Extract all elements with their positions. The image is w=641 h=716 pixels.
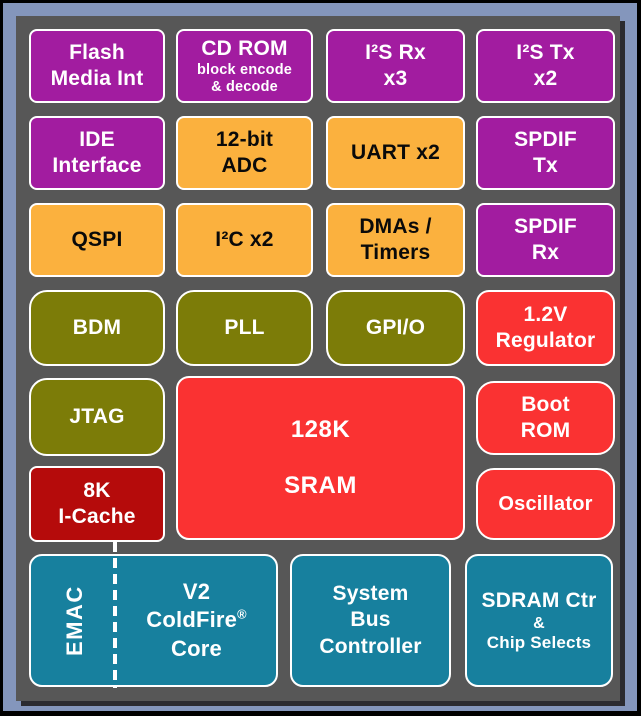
block-label: 1.2V: [523, 302, 568, 326]
block-cd-rom: CD ROM block encode & decode: [176, 29, 313, 103]
diagram-panel: Flash Media Int CD ROM block encode & de…: [16, 16, 620, 701]
block-label: BDM: [72, 315, 122, 339]
block-label: Flash: [69, 40, 125, 64]
block-label: x3: [383, 67, 408, 90]
block-label: Regulator: [495, 329, 596, 352]
block-sublabel: & decode: [211, 79, 278, 96]
block-label: Oscillator: [498, 492, 593, 515]
block-system-bus-controller: System Bus Controller: [290, 554, 451, 687]
block-spdif-rx: SPDIF Rx: [476, 203, 615, 277]
registered-mark: ®: [237, 607, 247, 623]
block-label: ADC: [221, 154, 268, 177]
block-12bit-adc: 12-bit ADC: [176, 116, 313, 190]
block-label: V2: [182, 579, 211, 605]
block-label: I²S Tx: [516, 40, 575, 64]
block-label: Bus: [350, 608, 391, 632]
block-label: Boot: [521, 392, 570, 416]
block-bdm: BDM: [29, 290, 165, 366]
block-sublabel: &: [533, 614, 545, 632]
block-flash-media-int: Flash Media Int: [29, 29, 165, 103]
block-label: I²C x2: [215, 227, 274, 251]
block-label: Tx: [533, 154, 558, 177]
block-label: IDE: [79, 127, 115, 151]
block-sdram-ctr-chip-selects: SDRAM Ctr & Chip Selects: [465, 554, 613, 687]
block-i2c-x2: I²C x2: [176, 203, 313, 277]
block-label: CD ROM: [201, 37, 288, 61]
block-label: QSPI: [71, 227, 123, 251]
block-boot-rom: Boot ROM: [476, 381, 615, 455]
block-sublabel: Chip Selects: [486, 632, 592, 652]
icache-emac-dashed-divider-line: [113, 542, 117, 688]
block-128k-sram: 128K SRAM: [176, 376, 465, 540]
block-label: Timers: [360, 241, 431, 264]
block-i2s-tx: I²S Tx x2: [476, 29, 615, 103]
block-emac: EMAC: [31, 556, 117, 685]
block-label: SDRAM Ctr: [481, 588, 597, 612]
block-label: Rx: [531, 241, 560, 264]
core-label-group: V2 ColdFire® Core: [117, 556, 276, 685]
block-label: Controller: [319, 634, 422, 658]
block-label: Core: [171, 635, 222, 661]
block-1-2v-regulator: 1.2V Regulator: [476, 290, 615, 366]
block-spdif-tx: SPDIF Tx: [476, 116, 615, 190]
block-label: DMAs /: [359, 214, 432, 238]
block-oscillator: Oscillator: [476, 468, 615, 540]
block-label: Media Int: [50, 67, 144, 90]
coldfire-text: ColdFire: [146, 607, 238, 633]
block-gpio: GPI/O: [326, 290, 465, 366]
block-ide-interface: IDE Interface: [29, 116, 165, 190]
block-i2s-rx: I²S Rx x3: [326, 29, 465, 103]
block-label: System: [332, 582, 409, 606]
block-label: ROM: [520, 419, 571, 442]
block-label: 128K: [290, 416, 351, 444]
block-label: 8K: [83, 478, 111, 502]
block-pll: PLL: [176, 290, 313, 366]
block-label: JTAG: [69, 404, 125, 428]
block-label: 12-bit: [215, 127, 274, 151]
block-label: SPDIF: [514, 214, 577, 238]
block-label: SRAM: [284, 472, 357, 499]
outer-frame: Flash Media Int CD ROM block encode & de…: [3, 3, 637, 711]
block-label: x2: [533, 67, 558, 90]
block-dmas-timers: DMAs / Timers: [326, 203, 465, 277]
block-label: Interface: [52, 154, 142, 177]
block-sublabel: block encode: [196, 62, 293, 79]
block-label: ColdFire®: [146, 606, 246, 634]
block-qspi: QSPI: [29, 203, 165, 277]
block-8k-icache: 8K I-Cache: [29, 466, 165, 542]
block-label: PLL: [224, 315, 265, 339]
block-label: I-Cache: [58, 505, 136, 528]
block-uart-x2: UART x2: [326, 116, 465, 190]
block-v2-coldfire-core: EMAC V2 ColdFire® Core: [29, 554, 278, 687]
block-label: GPI/O: [365, 315, 426, 339]
emac-label: EMAC: [61, 585, 87, 656]
block-label: I²S Rx: [365, 40, 426, 64]
block-label: UART x2: [351, 140, 440, 164]
block-label: SPDIF: [514, 127, 577, 151]
block-jtag: JTAG: [29, 378, 165, 456]
